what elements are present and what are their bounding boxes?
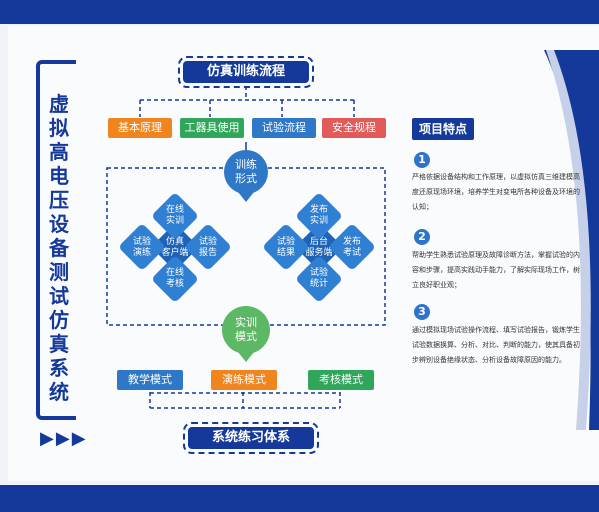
feature-text-2: 帮助学生熟悉试验原理及故障诊断方法，掌握试验的内容和步骤，提高实践动手能力，了解… — [412, 251, 580, 289]
server-right-label: 发布 考试 — [342, 237, 361, 258]
client-right-label: 试验 报告 — [198, 237, 217, 258]
server-top-label: 发布 实训 — [309, 205, 328, 226]
feature-number-1: 1 — [414, 152, 430, 168]
server-center-label: 后台 服务端 — [305, 237, 333, 258]
title-bracket — [36, 60, 76, 420]
bottom-band — [0, 485, 599, 512]
vertical-title: 虚 拟 高 电 压 设 备 测 试 仿 真 系 统 — [49, 92, 69, 404]
client-left-label: 试验 演练 — [132, 237, 151, 258]
feature-text-3: 通过模拟现场试验操作流程、填写试验报告，锻炼学生试验数据换算、分析、对比、判断的… — [412, 326, 580, 364]
arrow-icon: ▶ — [71, 428, 86, 449]
top-title: 仿真训练流程 — [178, 56, 314, 88]
top-band — [0, 0, 599, 24]
mode-assessment: 考核模式 — [308, 370, 374, 390]
feature-number-3: 3 — [414, 304, 430, 320]
process-item-basic-principle: 基本原理 — [108, 118, 172, 138]
practice-mode-arrow-icon — [238, 352, 254, 362]
mode-teaching: 教学模式 — [117, 370, 183, 390]
triangle-arrows: ▶ ▶ ▶ — [40, 430, 86, 448]
arrow-icon: ▶ — [55, 428, 70, 449]
arrow-icon: ▶ — [40, 428, 54, 449]
features-title: 项目特点 — [412, 118, 474, 140]
practice-mode-circle: 实训 模式 — [222, 306, 270, 354]
process-item-safety: 安全规程 — [322, 118, 386, 138]
training-form-arrow-icon — [238, 192, 254, 202]
right-decoration — [544, 50, 599, 430]
server-bottom-label: 试验 统计 — [309, 268, 328, 289]
process-item-test-flow: 试验流程 — [252, 118, 316, 138]
server-left-label: 试验 结果 — [276, 237, 295, 258]
process-item-tool-use: 工器具使用 — [180, 118, 244, 138]
feature-text-1: 严格依据设备结构和工作原理，以虚拟仿真三维建模高度还原现场环境，培养学生对变电所… — [412, 173, 580, 211]
client-bottom-label: 在线 考核 — [165, 268, 184, 289]
client-top-label: 在线 实训 — [165, 205, 184, 226]
training-form-circle: 训练 形式 — [224, 150, 268, 194]
client-center-label: 仿真 客户端 — [161, 237, 189, 258]
feature-number-2: 2 — [414, 229, 430, 245]
mode-drill: 演练模式 — [211, 370, 277, 390]
bottom-title: 系统练习体系 — [183, 422, 319, 454]
